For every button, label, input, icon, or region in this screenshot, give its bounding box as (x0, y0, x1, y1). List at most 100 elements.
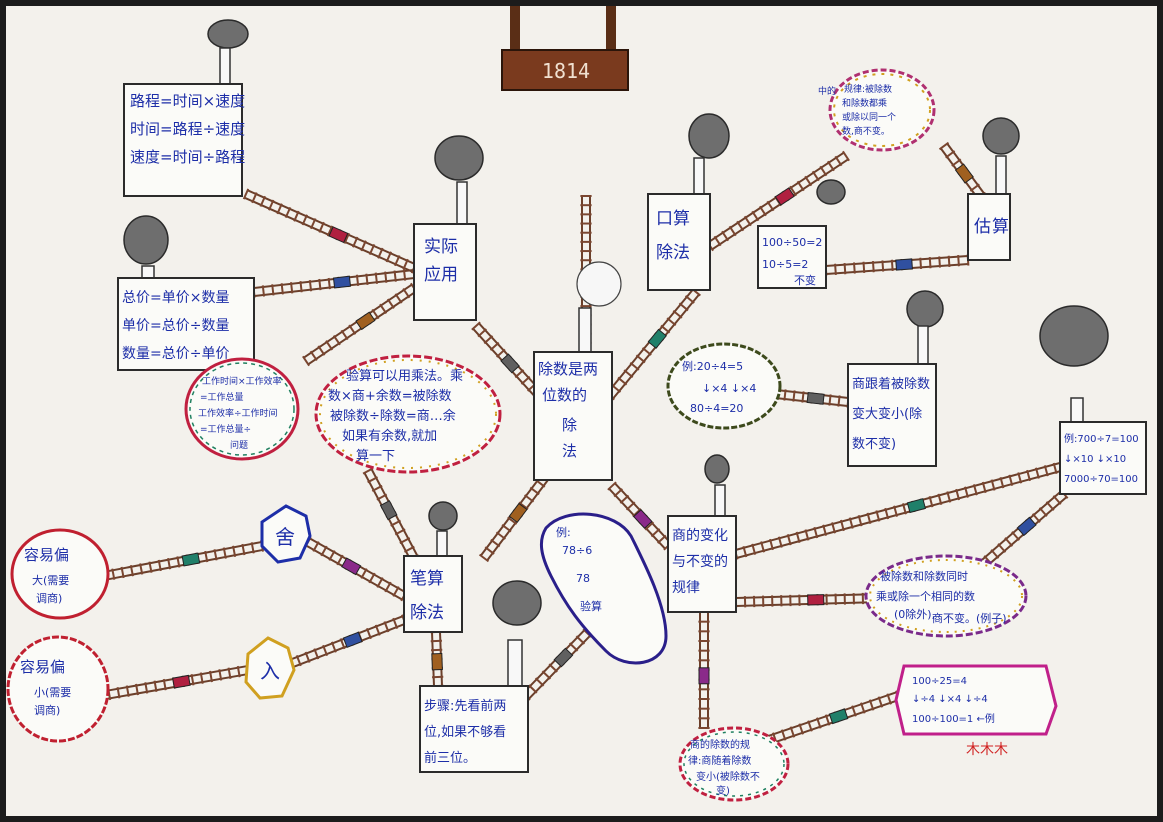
bubble-line: 78 (576, 572, 590, 585)
train-wagon-icon (774, 187, 795, 206)
bubble-work: 工作时间×工作效率 =工作总量 工作效率÷工作时间 =工作总量÷ 问题 (184, 357, 300, 461)
svg-text:总价=单价×数量 单价=总价÷数量: 总价=单价×数量 单价=总价÷数量 数量=总价÷单价 (122, 290, 234, 362)
node-line: 变大变小(除 (852, 406, 922, 422)
node-line: 与不变的 (672, 554, 728, 570)
train-wagon-icon (632, 509, 653, 529)
svg-text:实际 应用: 实际 应用 (424, 237, 463, 285)
bubble-line: =工作总量÷ (200, 423, 251, 435)
bubble-line: ↓×4 ↓×4 (702, 382, 756, 395)
railway-track (287, 614, 407, 670)
railway-track (98, 664, 250, 702)
node-line: 10÷5=2 (762, 258, 808, 271)
svg-text:除数是两 位数的 除: 除数是两 位数的 除 法 (538, 360, 603, 460)
bubbles: 中的 规律:被除数 和除数都乘 或除以同一个 数,商不变。 工作时间×工作效率 … (6, 68, 1058, 802)
train-wagon-icon (431, 653, 443, 671)
bubble-line: 律:商随着除数 (688, 754, 751, 767)
train-wagon-icon (508, 502, 528, 523)
railway-track (478, 471, 552, 563)
node-shiji-yingyong: 实际 应用 (413, 223, 477, 321)
node-line: 时间=路程÷速度 (130, 120, 245, 138)
signature: 木木木 (966, 742, 1008, 758)
node-line: 笔算 (410, 569, 444, 589)
node-line: 法 (562, 442, 577, 460)
railway-track (824, 254, 970, 276)
railway-track (521, 621, 599, 701)
bubble-easy-big: 容易偏 大(需要 调商) (10, 528, 110, 620)
smoke-cloud-icon (428, 501, 458, 531)
smoke-cloud-icon (207, 19, 249, 49)
bubble-line: 100÷25=4 (912, 676, 967, 687)
svg-text:容易偏 小(需要 调商): 容易偏 小(需要 调商) (20, 658, 76, 717)
node-line: 不变 (794, 273, 816, 287)
bubble-ex-div: 例: 78÷6 78 验算 (539, 512, 668, 665)
railway-track (763, 690, 901, 747)
train-wagon-icon (500, 353, 520, 374)
bubble-line: 小(需要 (34, 686, 71, 699)
train-wagon-icon (181, 552, 201, 567)
bubble-line: 被除数和除数同时 (880, 569, 968, 583)
bubble-line: 80÷4=20 (690, 402, 743, 415)
bubble-line: 如果有余数,就加 (342, 428, 437, 444)
node-line: 应用 (424, 265, 458, 285)
node-bisuan-chufa: 笔算 除法 (403, 555, 463, 633)
bubble-line: 100÷100=1 ←例 (912, 712, 995, 725)
railway-track (605, 287, 701, 401)
bubble-line: 容易偏 (24, 546, 69, 564)
train-wagon-icon (553, 647, 574, 668)
bubble-line: 数,商不变。 (842, 125, 890, 137)
railway-track (471, 321, 543, 399)
svg-text:口算 除法: 口算 除法 (656, 209, 695, 263)
train-wagon-icon (807, 594, 825, 606)
bubble-easy-small: 容易偏 小(需要 调商) (6, 635, 110, 743)
svg-text:例: 78÷6 78: 例: 78÷6 78 验算 (556, 525, 602, 613)
ru-label: 入 (260, 659, 280, 683)
node-line: 除数是两 (538, 360, 598, 378)
bubble-line: 乘或除一个相同的数 (876, 589, 975, 603)
bubble-line: 例: (556, 525, 571, 539)
svg-text:验算可以用乘法。乘 数×商+余数=被除数: 验算可以用乘法。乘 数×商+余数=被除数 被除数÷除数=商…余 如果有余数,就加… (328, 368, 467, 464)
node-line: 路程=时间×速度 (130, 92, 245, 110)
bubble-ru: 入 (244, 636, 296, 700)
bubble-line: 规律:被除数 (844, 83, 892, 95)
smoke-clouds (123, 19, 1109, 626)
node-line: ↓×10 ↓×10 (1064, 454, 1126, 465)
bubble-line: 或除以同一个 (842, 111, 896, 123)
bubble-shang-bei-rule: 商的除数的规 律:商随着除数 变小(被除数不 变) (678, 726, 790, 802)
svg-text:笔算 除法: 笔算 除法 (410, 569, 449, 623)
smoke-cloud-icon (704, 454, 730, 484)
node-line: 步骤:先看前两 (424, 698, 506, 714)
bubble-line: (0除外), (894, 607, 935, 621)
svg-text:中的 规律:被除数 和除数都: 中的 规律:被除数 和除数都乘 或除以同一个 数,商不变。 (818, 83, 899, 137)
bubble-same-rule: 被除数和除数同时 乘或除一个相同的数 (0除外), 商不变。(例子) (864, 554, 1028, 638)
node-line: 规律 (672, 580, 700, 596)
railway-track (242, 188, 418, 274)
bubble-line: 78÷6 (562, 544, 592, 557)
train-wagon-icon (342, 631, 363, 648)
svg-text:例:700÷7=100 ↓×10 ↓×10: 例:700÷7=100 ↓×10 ↓×10 7000÷70=100 (1064, 432, 1142, 485)
railway-track (698, 611, 710, 729)
smoke-cloud-icon (688, 113, 730, 159)
bubble-line: 容易偏 (20, 658, 65, 676)
train-wagon-icon (895, 258, 913, 271)
node-line: 算 (992, 217, 1009, 237)
node-line: 总价=单价×数量 (122, 290, 229, 306)
bubble-line: =工作总量 (200, 391, 244, 403)
bubble-line: 工作时间×工作效率 (202, 375, 282, 387)
smoke-cloud-icon (816, 179, 846, 205)
bubble-line: 数×商+余数=被除数 (328, 388, 452, 404)
railway-track (734, 592, 883, 608)
bubble-she: 舍 (260, 504, 312, 564)
bubble-line: 调商) (36, 591, 62, 605)
railway-track (302, 282, 418, 367)
nodes: 路程=时间×速度 时间=路程÷速度 速度=时间÷路程 总价=单价×数量 单价=总… (117, 83, 1147, 773)
bubble-line: 中的 (818, 85, 836, 97)
title-sign: 1814 (501, 6, 629, 91)
bubble-line: 商不变。(例子) (932, 611, 1007, 625)
svg-text:例:20÷4=5 ↓×4 ↓×4: 例:20÷4=5 ↓×4 ↓×4 80÷4=20 (682, 359, 760, 415)
bubble-line: 被除数÷除数=商…余 (330, 408, 456, 424)
bubble-line: 问题 (230, 439, 248, 451)
node-shang-bei: 商跟着被除数 变大变小(除 数不变) (847, 363, 937, 467)
node-buzhou: 步骤:先看前两 位,如果不够看 前三位。 (419, 685, 529, 773)
bubble-line: 算一下 (356, 449, 395, 464)
bubble-line: 变小(被除数不 (696, 770, 760, 783)
